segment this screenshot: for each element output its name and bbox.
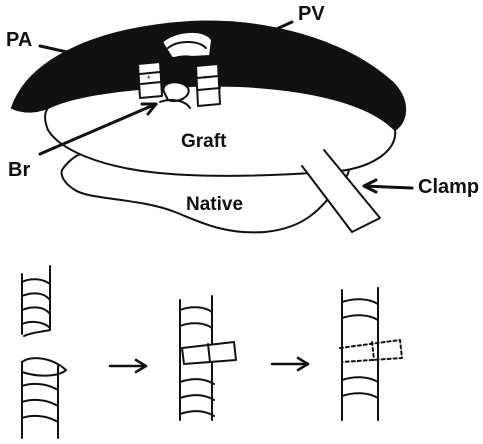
bronchus [162,32,212,58]
clamp-arrow [364,186,412,188]
pv-vessel [196,64,220,106]
svg-text:*: * [147,74,151,84]
step3-completed-anastomosis [340,288,402,420]
svg-text:*: * [203,74,207,84]
step1-lower-segment [22,358,66,438]
label-pv: PV [298,4,325,24]
step1-upper-segment [22,266,50,336]
step2-joined-segment [180,296,236,420]
label-graft: Graft [181,132,226,151]
label-br: Br [8,160,30,180]
label-pa: PA [6,30,32,50]
label-clamp: Clamp [418,177,479,197]
label-native: Native [186,195,243,214]
